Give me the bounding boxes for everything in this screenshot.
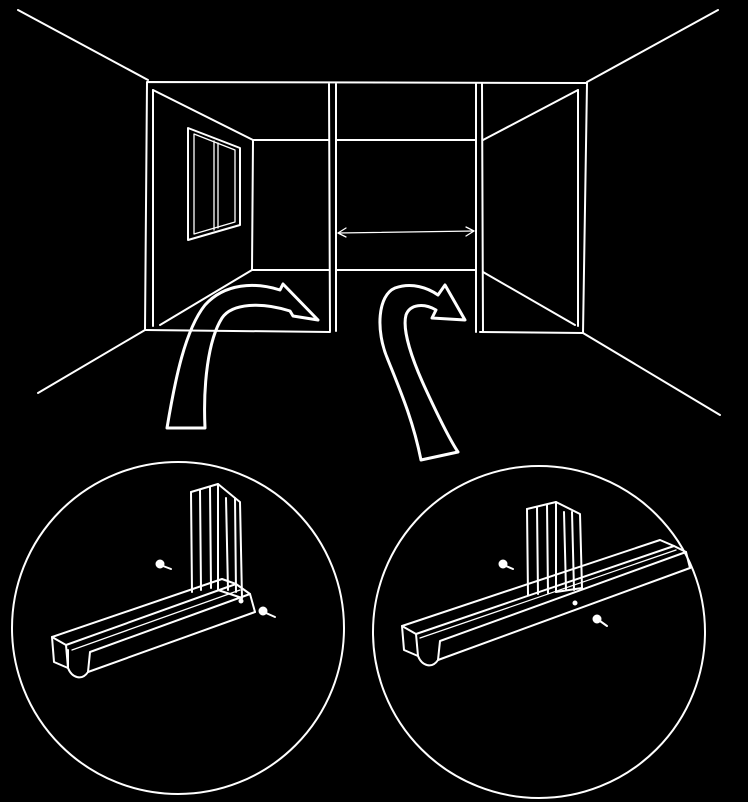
left-room-back-corner xyxy=(251,139,254,271)
screw-icon xyxy=(258,606,276,618)
ceiling-corner-ray-right xyxy=(586,9,719,83)
detail-circle-left xyxy=(11,461,345,795)
ceiling-corner-ray-left xyxy=(17,9,149,81)
right-room-floor-diag xyxy=(482,271,576,326)
detail-circle-right xyxy=(372,465,706,799)
back-wall-outline xyxy=(144,81,588,334)
floor-corner-ray-right xyxy=(582,332,721,416)
curved-arrow-left xyxy=(165,282,320,430)
curved-arrow-right xyxy=(378,283,467,462)
partition-post-right-b xyxy=(481,83,484,333)
floor-line-right xyxy=(479,331,584,334)
room-perspective xyxy=(17,9,721,416)
screw-hole xyxy=(572,600,578,606)
right-room-ceiling-diag xyxy=(482,89,579,141)
screw-icon xyxy=(155,559,172,570)
left-room-floor-diag xyxy=(159,269,253,326)
screw-hole xyxy=(238,598,244,604)
vertical-stud-right xyxy=(526,501,583,596)
partition-post-left-a xyxy=(328,83,331,332)
stud-at-track-end-detail xyxy=(11,461,345,795)
screw-icon xyxy=(592,614,608,627)
floor-corner-ray-left xyxy=(37,329,146,394)
screw-icon xyxy=(498,559,514,570)
floor-line-left xyxy=(144,329,331,333)
left-room-ceiling-diag xyxy=(152,89,254,141)
vertical-stud-left xyxy=(190,483,243,599)
floor-track-left xyxy=(51,578,256,679)
window-icon xyxy=(187,127,241,241)
stud-mid-track-detail xyxy=(372,465,706,799)
corridor-dimension-line xyxy=(337,230,475,234)
floor-track-right xyxy=(401,539,691,667)
